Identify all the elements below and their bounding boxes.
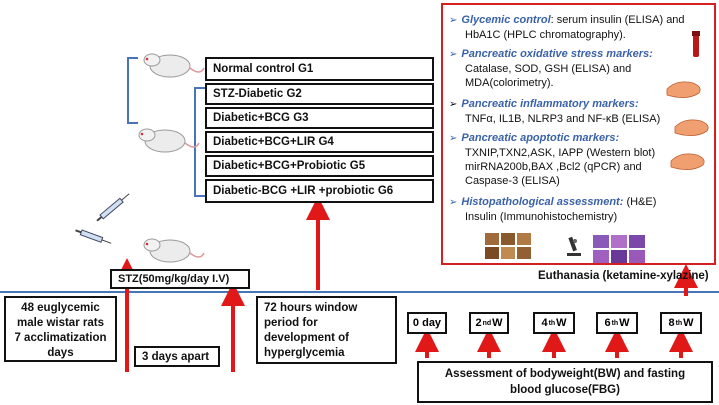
bullet-arrow-icon: ➢ [449,15,458,26]
rats-box: 48 euglycemic male wistar rats 7 acclima… [4,296,117,362]
bullet-arrow-icon: ➢ [449,197,458,208]
assessment-box: Assessment of bodyweight(BW) and fasting… [417,361,713,403]
group-box-g2: STZ-Diabetic G2 [205,83,434,105]
group-label: Diabetic+BCG G3 [213,112,309,124]
bracket-normal [127,57,138,124]
group-box-g3: Diabetic+BCG G3 [205,107,434,129]
outcome-inflammatory: ➢Pancreatic inflammatory markers: TNFα, … [449,97,660,126]
outcome-line: TXNIP,TXN2,ASK, IAPP (Western blot) [465,147,656,159]
week-num: 8 [668,317,675,329]
week-num: 6 [604,317,611,329]
group-label: Normal control G1 [213,63,314,75]
assessment-line: Assessment of bodyweight(BW) and fasting [444,368,686,380]
blood-tube-icon [692,31,700,57]
outcome-tail: : serum insulin (ELISA) and [550,14,685,26]
group-box-g6: Diabetic-BCG +LIR +probiotic G6 [205,179,434,203]
pancreas-icon [670,153,705,170]
week-sup: th [675,319,683,327]
window-line: hyperglycemia [264,347,345,359]
rats-line: days [47,347,74,359]
rats-line: 7 acclimatization [14,332,107,344]
bracket-diabetic [194,87,205,197]
assessment-line: blood glucose(FBG) [510,384,620,396]
group-label: Diabetic+BCG+LIR G4 [213,136,334,148]
outcome-heading: Pancreatic oxidative stress markers: [461,48,653,60]
week-num: 0 day [412,317,442,329]
group-box-g4: Diabetic+BCG+LIR G4 [205,131,434,153]
histology-image [485,233,531,259]
week-sup: th [611,319,619,327]
outcome-heading: Histopathological assessment: [461,196,624,208]
outcome-oxidative: ➢Pancreatic oxidative stress markers: Ca… [449,47,653,90]
outcome-line: MDA(colorimetry). [465,77,554,89]
week-num: 2 [475,317,482,329]
mouse-icon-1 [143,53,205,78]
outcomes-panel: ➢Glycemic control: serum insulin (ELISA)… [441,3,716,265]
pancreas-icon [674,119,709,136]
window-box: 72 hours window period for development o… [256,296,397,364]
syringe-icon-1 [96,193,130,222]
outcome-heading: Pancreatic inflammatory markers: [461,98,639,110]
outcome-tail: (H&E) [623,196,657,208]
outcome-glycemic: ➢Glycemic control: serum insulin (ELISA)… [449,13,685,42]
group-box-g1: Normal control G1 [205,57,434,81]
group-label: Diabetic-BCG +LIR +probiotic G6 [213,185,394,197]
syringe-icon-2 [75,229,112,244]
bullet-arrow-icon: ➢ [449,99,458,110]
outcome-line: Catalase, SOD, GSH (ELISA) and [465,63,632,75]
pancreas-icon [666,81,701,98]
rats-line: male wistar rats [17,317,104,329]
rats-line: 48 euglycemic [21,302,100,314]
interval-label: 3 days apart [142,350,210,363]
group-label: Diabetic+BCG+Probiotic G5 [213,160,366,172]
microscope-icon [567,236,581,256]
stz-dose-box: STZ(50mg/kg/day I.V) [110,269,250,289]
outcome-apoptotic: ➢Pancreatic apoptotic markers: TXNIP,TXN… [449,131,655,188]
outcome-line: Insulin (Immunohistochemistry) [465,211,618,223]
week-unit: W [556,317,567,329]
group-box-g5: Diabetic+BCG+Probiotic G5 [205,155,434,177]
bullet-arrow-icon: ➢ [449,49,458,60]
mouse-icon-3 [143,238,205,263]
outcome-histopathology: ➢Histopathological assessment: (H&E) Ins… [449,195,656,224]
interval-box: 3 days apart [134,346,220,367]
group-label: STZ-Diabetic G2 [213,88,302,100]
week-unit: W [492,317,503,329]
outcome-line: HbA1C (HPLC chromatography). [465,29,626,41]
mouse-icon-2 [138,128,200,153]
week-sup: nd [482,319,492,327]
outcome-line: mirRNA200b,BAX ,Bcl2 (qPCR) and [465,161,642,173]
stz-dose-label: STZ(50mg/kg/day I.V) [118,273,230,285]
week-num: 4 [541,317,548,329]
he-stain-image [593,235,645,263]
euthanasia-label: Euthanasia (ketamine-xylazine) [538,270,709,282]
outcome-line: TNFα, IL1B, NLRP3 and NF-κB (ELISA) [465,113,661,125]
week-sup: th [548,319,556,327]
week-box-0: 0 day [407,312,447,334]
window-line: development of [264,332,349,344]
panel-icons [485,31,709,263]
bullet-arrow-icon: ➢ [449,133,458,144]
week-unit: W [619,317,630,329]
outcome-heading: Pancreatic apoptotic markers: [461,132,620,144]
outcome-heading: Glycemic control [461,14,551,26]
outcome-line: Caspase-3 (ELISA) [465,175,560,187]
window-line: period for [264,317,318,329]
window-line: 72 hours window [264,302,358,314]
week-unit: W [683,317,694,329]
